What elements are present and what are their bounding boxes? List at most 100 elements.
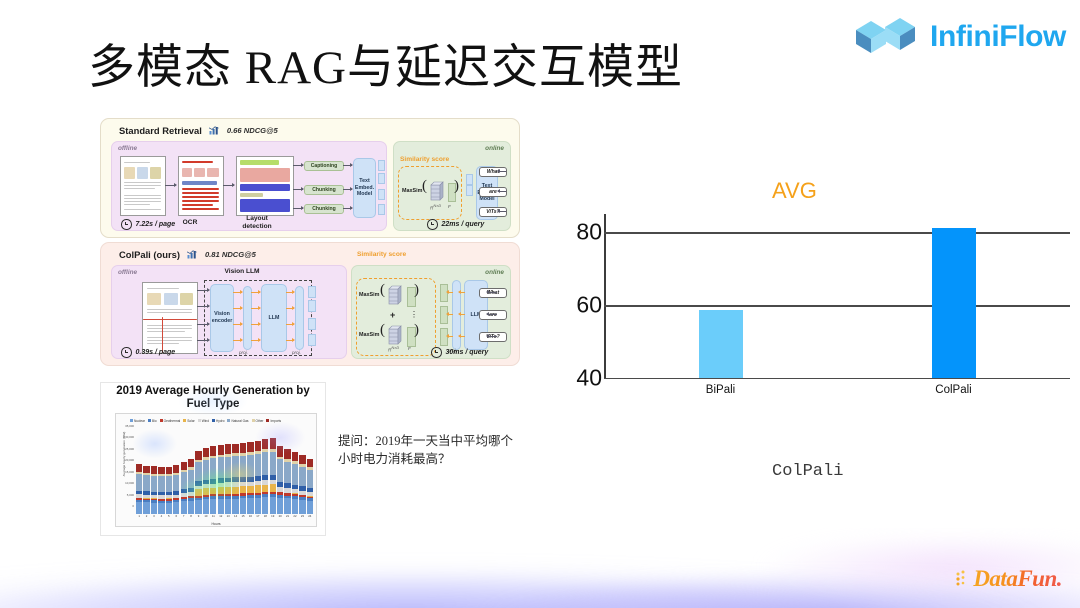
fuel-bar-segment xyxy=(254,485,261,493)
fuel-legend-item: Imports xyxy=(266,418,281,423)
arrow-what-to-llm xyxy=(486,290,497,294)
fuel-bar-segment xyxy=(306,469,313,488)
fuel-bar-segment xyxy=(136,498,143,500)
fuel-bar-segment xyxy=(225,477,232,483)
fuel-bar-segment xyxy=(187,458,195,468)
fuel-bar xyxy=(202,447,210,514)
fuel-bar-segment xyxy=(210,478,217,484)
fuel-bar-segment xyxy=(173,472,180,475)
fuel-bar-segment xyxy=(165,476,172,492)
fuel-bar-segment xyxy=(269,494,276,498)
brand-name: InfiniFlow xyxy=(930,20,1066,53)
standard-retrieval-name: Standard Retrieval xyxy=(119,125,202,136)
fuel-bar-segment xyxy=(299,494,306,496)
text-embed-model-offline: Text Embed. Model xyxy=(353,158,376,218)
fuel-bar-segment xyxy=(173,490,180,495)
fuel-hour-label: 11 xyxy=(211,514,215,518)
fuel-bar-segment xyxy=(180,462,187,470)
fuel-bar-segment xyxy=(158,502,165,514)
fuel-bar-segment xyxy=(173,474,180,491)
wave-layer-blue xyxy=(0,552,1080,608)
avg-chart-y-axis xyxy=(604,214,606,378)
fuel-bar-segment xyxy=(158,476,165,492)
fuel-bar xyxy=(143,461,150,514)
fuel-legend-item: Bio xyxy=(147,418,157,423)
fuel-bar-segment xyxy=(284,459,291,462)
fuel-bar-segment xyxy=(195,500,202,514)
fuel-bar-segment xyxy=(195,462,202,482)
colpali-offline-region: offline Vision LLM xyxy=(111,265,347,359)
arrow-vits-to-llm xyxy=(486,334,497,338)
fuel-hour-label: 22 xyxy=(293,514,297,518)
query-embed-cell-1 xyxy=(466,174,473,185)
fuel-bar-segment xyxy=(239,495,247,499)
arrow-chunking1-to-model xyxy=(343,187,353,191)
fuel-hour-label: 4 xyxy=(160,514,163,518)
arrow-doc-to-ocr xyxy=(165,183,177,187)
fuel-bar xyxy=(254,440,261,514)
colpali-header: ColPali (ours) 0.81 NDCG@5 xyxy=(119,249,256,260)
arrow-enc-proj-1 xyxy=(233,290,243,294)
gridline-40 xyxy=(604,378,1070,380)
arrow-are-to-llm xyxy=(486,312,497,316)
fuel-bar-segment xyxy=(180,499,187,502)
fuel-bar-segment xyxy=(150,475,158,492)
proj-label-offline: proj. xyxy=(239,350,248,355)
infiniflow-cube-icon xyxy=(856,18,916,53)
colpali-panel: ColPali (ours) 0.81 NDCG@5 Similarity sc… xyxy=(100,242,520,366)
fuel-bar-segment xyxy=(195,497,202,501)
x-tick-colpali: ColPali xyxy=(935,384,972,396)
fuel-bar-segment xyxy=(232,477,239,483)
fuel-bar-segment xyxy=(217,478,224,483)
fuel-y-tick: 35,000 xyxy=(125,424,134,428)
fuel-bar-segment xyxy=(217,457,224,479)
fuel-hour-label: 3 xyxy=(153,514,155,518)
fuel-bar-segment xyxy=(195,485,202,490)
step-label-ocr: OCR xyxy=(182,219,198,226)
fuel-bar-segment xyxy=(180,470,187,473)
fuel-bar-segment xyxy=(269,474,276,480)
fuel-bar-segment xyxy=(262,480,269,485)
fuel-bar-segment xyxy=(225,498,232,514)
fuel-bar xyxy=(291,446,299,514)
fuel-bar-segment xyxy=(136,471,143,475)
llm-node-offline: LLM xyxy=(261,284,287,352)
fuel-bar-segment xyxy=(232,486,239,494)
fuel-bar-segment xyxy=(143,475,150,492)
fuel-bar-segment xyxy=(187,496,195,499)
fuel-bar-segment xyxy=(150,491,158,496)
standard-online-region: online Similarity score MaxSim ( ) RN×D … xyxy=(393,141,511,231)
question-text: 提问：2019年一天当中平均哪个小时电力消耗最高？ xyxy=(338,434,514,467)
fuel-chart-title: 2019 Average Hourly Generation by Fuel T… xyxy=(116,385,310,410)
fuel-bar-segment xyxy=(217,487,224,494)
fuel-bar-segment xyxy=(247,481,254,486)
query-token-vits-colpali: ViTs? xyxy=(479,332,507,342)
y-tick-60: 60 xyxy=(576,291,602,318)
colpali-online-region: online MaxSim ( ) + ⋮ MaxSim ( xyxy=(351,265,511,359)
standard-offline-label: offline xyxy=(118,145,138,152)
datafun-logo-text: DataFun. xyxy=(973,566,1062,591)
arrow-proj-llm-4 xyxy=(251,338,261,342)
fuel-bar-segment xyxy=(165,491,172,496)
fuel-y-tick: 25,000 xyxy=(125,446,134,451)
fuel-bar xyxy=(299,450,306,514)
fuel-bar-segment xyxy=(158,467,165,475)
fuel-bar-segment xyxy=(254,453,261,476)
fuel-bar xyxy=(306,454,313,514)
fuel-bar-segment xyxy=(269,448,276,452)
fuel-bar-segment xyxy=(136,490,143,495)
fuel-y-tick: 20,000 xyxy=(125,458,134,463)
fuel-bar-segment xyxy=(277,494,284,498)
maxsim-label-2: MaxSim xyxy=(359,332,380,338)
fuel-bar-segment xyxy=(158,495,165,499)
colpali-query-timing: 30ms / query xyxy=(431,347,488,358)
fuel-bar-segment xyxy=(239,482,247,487)
fuel-bar-segment xyxy=(269,438,276,449)
patch-tensor-icon-1 xyxy=(388,285,402,305)
fuel-bar-segment xyxy=(225,456,232,478)
fuel-bar-segment xyxy=(239,477,247,483)
colpali-online-label: online xyxy=(485,269,504,276)
colpali-ingest-time: 0.39s / page xyxy=(135,348,176,356)
standard-retrieval-panel: Standard Retrieval 0.66 NDCG@5 offline xyxy=(100,118,520,238)
